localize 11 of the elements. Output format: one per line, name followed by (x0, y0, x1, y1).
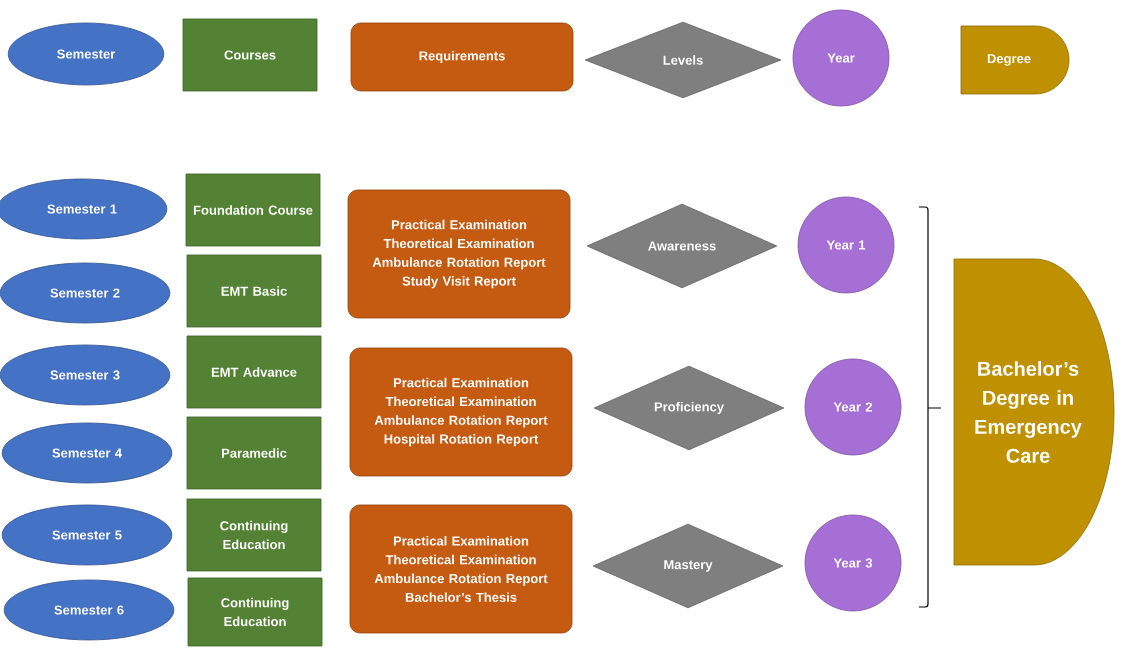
course-box: Foundation Course (185, 173, 321, 247)
requirements-box: Requirements (350, 22, 574, 92)
requirements-box: Practical Examination Theoretical Examination Ambulance Rotation Report Bachelor’s Thesis (349, 504, 573, 634)
requirements-box: Practical Examination Theoretical Examination Ambulance Rotation Report Study Visit Report (347, 189, 571, 319)
course-box: Continuing Education (187, 577, 323, 647)
course-box: Continuing Education (186, 498, 322, 572)
requirements-box: Practical Examination Theoretical Examination Ambulance Rotation Report Hospital Rotation Report (349, 347, 573, 477)
course-box: Paramedic (186, 416, 322, 490)
course-box: EMT Basic (186, 254, 322, 328)
course-box: Courses (182, 18, 318, 92)
course-box: EMT Advance (186, 335, 322, 409)
